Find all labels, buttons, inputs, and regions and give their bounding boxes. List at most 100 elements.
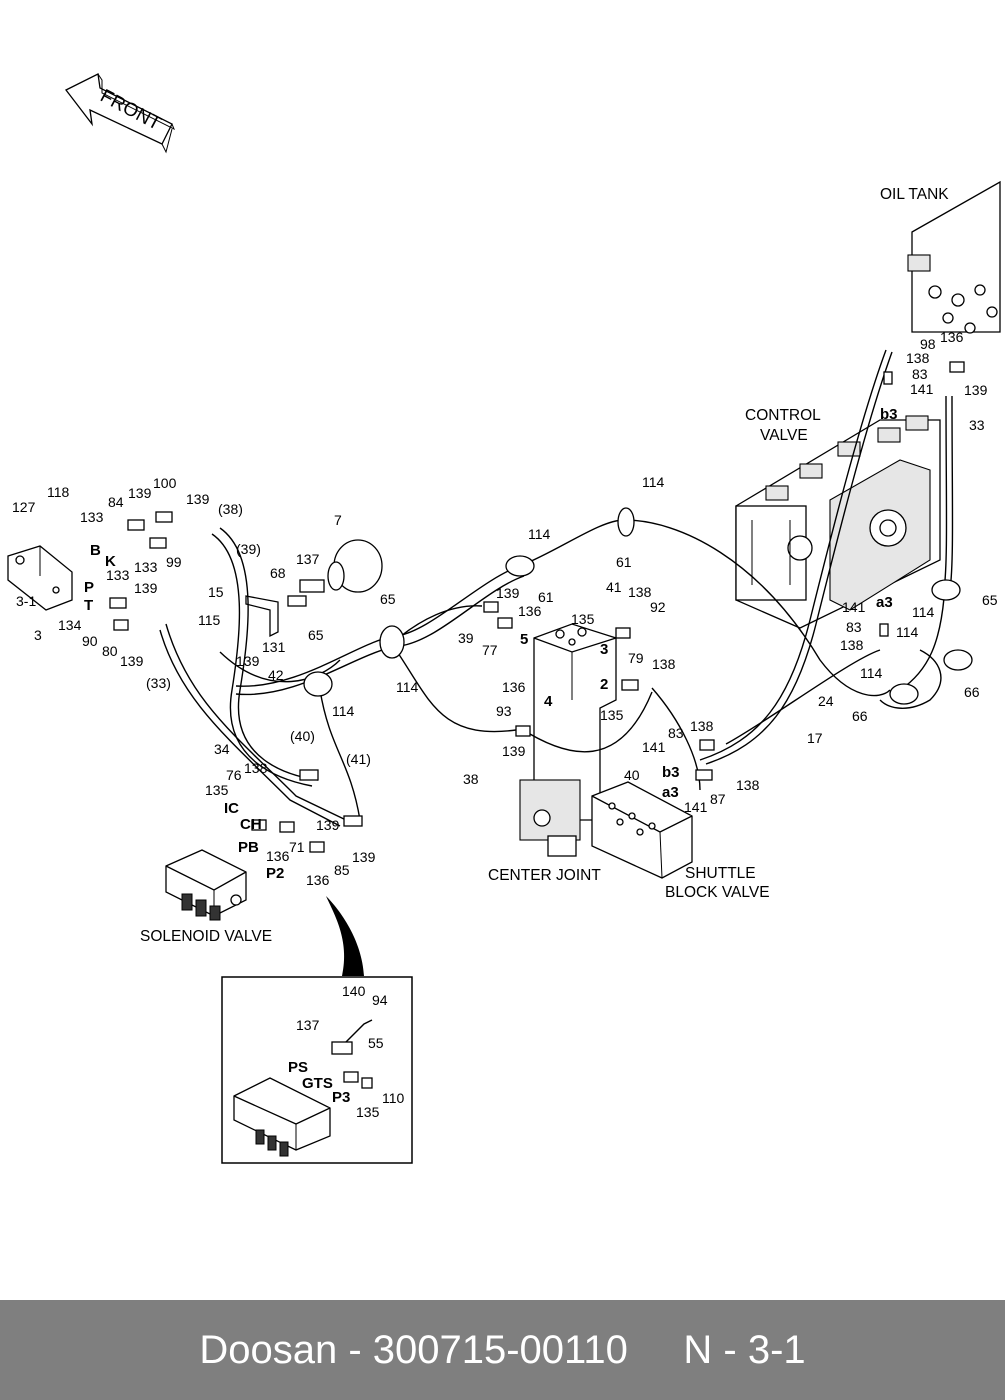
- part-number: 3-1: [16, 593, 36, 609]
- part-number: 141: [684, 799, 708, 815]
- footer-gap: [628, 1328, 684, 1373]
- part-number: 76: [226, 767, 242, 783]
- part-number: (33): [146, 675, 171, 691]
- part-number: (38): [218, 501, 243, 517]
- part-number: 3: [34, 627, 42, 643]
- inset-pointer: [326, 896, 364, 976]
- port-label: K: [105, 553, 116, 570]
- part-number: 139: [496, 585, 520, 601]
- part-number: 138: [652, 656, 676, 672]
- part-number: 7: [334, 512, 342, 528]
- solenoid-valve: [165, 849, 247, 921]
- shuttle-caption-2: BLOCK VALVE: [665, 884, 770, 901]
- port-label: 3: [600, 641, 608, 658]
- port-label: b3: [662, 764, 680, 781]
- port-label: a3: [876, 594, 893, 611]
- part-number: 79: [628, 650, 644, 666]
- port-label: P3: [332, 1089, 350, 1106]
- part-number: 133: [80, 509, 104, 525]
- part-number: 135: [356, 1104, 380, 1120]
- part-number: 114: [912, 604, 935, 620]
- part-number: 66: [964, 684, 980, 700]
- port-label: P2: [266, 865, 284, 882]
- part-number: 87: [710, 791, 726, 807]
- part-number: 65: [380, 591, 396, 607]
- part-number: 17: [807, 730, 823, 746]
- part-number: 139: [128, 485, 152, 501]
- part-number: 140: [342, 983, 366, 999]
- port-label: 5: [520, 631, 528, 648]
- control-valve: [735, 415, 941, 629]
- part-number: 93: [496, 703, 512, 719]
- pilot-block: [7, 545, 73, 611]
- part-number: 61: [538, 589, 554, 605]
- part-number: 133: [134, 559, 158, 575]
- part-number: 55: [368, 1035, 384, 1051]
- solenoid-valve-caption: SOLENOID VALVE: [140, 928, 272, 945]
- part-number: 133: [106, 567, 130, 583]
- part-number: 139: [502, 743, 526, 759]
- part-number: 136: [306, 872, 330, 888]
- part-number: 71: [289, 839, 305, 855]
- part-number: 61: [616, 554, 632, 570]
- part-number: 135: [205, 782, 229, 798]
- part-number: 80: [102, 643, 118, 659]
- front-arrow: FRONT: [65, 73, 175, 154]
- center-joint: [519, 623, 617, 857]
- part-number: 138: [628, 584, 652, 600]
- center-joint-caption: CENTER JOINT: [488, 867, 601, 884]
- part-number: 83: [668, 725, 684, 741]
- part-number: 85: [334, 862, 350, 878]
- part-number: 131: [262, 639, 286, 655]
- part-number: 114: [396, 679, 419, 695]
- part-number: 114: [528, 526, 551, 542]
- part-number: 139: [134, 580, 158, 596]
- port-label: GTS: [302, 1075, 333, 1092]
- part-number: 84: [108, 494, 124, 510]
- footer-brand: Doosan - 300715-00110: [199, 1327, 628, 1372]
- footer-banner: Doosan - 300715-00110 N - 3-1: [0, 1300, 1005, 1400]
- port-label: IC: [224, 800, 239, 817]
- part-number: 98: [920, 336, 936, 352]
- part-number: 90: [82, 633, 98, 649]
- part-number: 114: [860, 665, 883, 681]
- clamps: [303, 507, 973, 705]
- part-number: 139: [120, 653, 144, 669]
- part-number: 118: [47, 484, 70, 500]
- accumulator: [287, 539, 383, 607]
- port-label: B: [90, 542, 101, 559]
- component-captions: OIL TANK CONTROL VALVE CENTER JOINT SHUT…: [140, 186, 949, 945]
- control-valve-caption-2: VALVE: [760, 427, 808, 444]
- part-number: 137: [296, 1017, 320, 1033]
- part-number: 139: [964, 382, 988, 398]
- part-number: 136: [518, 603, 542, 619]
- part-number: 138: [690, 718, 714, 734]
- shuttle-caption: SHUTTLE: [685, 865, 756, 882]
- part-number: 135: [600, 707, 624, 723]
- part-number: 114: [332, 703, 355, 719]
- fittings: [109, 361, 965, 853]
- part-number: 136: [266, 848, 290, 864]
- part-number: 139: [236, 653, 260, 669]
- port-label: P: [84, 579, 94, 596]
- part-number-labels: 118 127 84 139 100 133 139 (38) (39) 99 …: [12, 329, 998, 888]
- part-number: 127: [12, 499, 36, 515]
- part-number: 39: [458, 630, 474, 646]
- hoses: [159, 349, 954, 827]
- part-number: 141: [842, 599, 866, 615]
- footer-page-ref: N - 3-1: [683, 1327, 806, 1372]
- part-number: 136: [502, 679, 526, 695]
- part-number: 15: [208, 584, 224, 600]
- part-number: 94: [372, 992, 388, 1008]
- part-number: 38: [463, 771, 479, 787]
- part-number: 136: [940, 329, 964, 345]
- part-number: 41: [606, 579, 622, 595]
- part-number: 66: [852, 708, 868, 724]
- port-label: 4: [544, 693, 553, 710]
- part-number: 33: [969, 417, 985, 433]
- bracket: [245, 595, 279, 638]
- part-number: 110: [382, 1090, 405, 1106]
- part-number: 83: [846, 619, 862, 635]
- oil-tank-caption: OIL TANK: [880, 186, 949, 203]
